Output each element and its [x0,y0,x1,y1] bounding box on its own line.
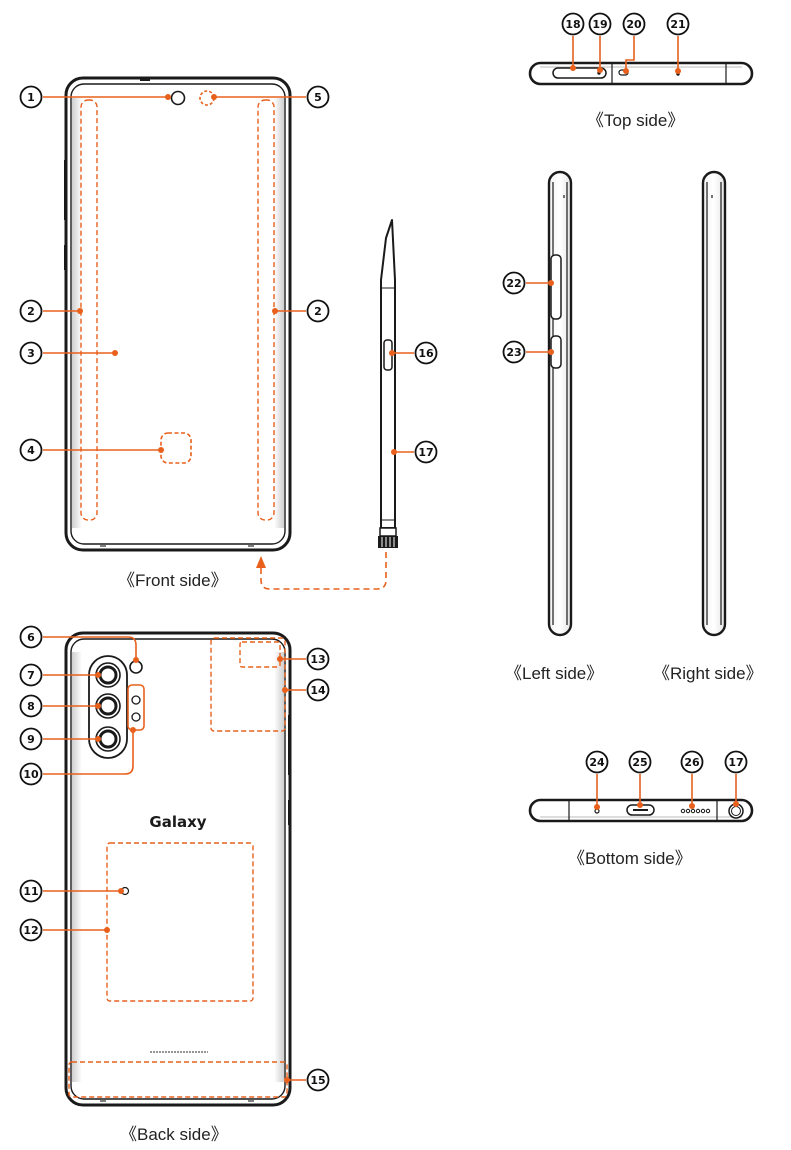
volume-key [550,254,562,320]
rear-camera-2 [95,693,121,719]
callout-15: 15 [306,1068,330,1092]
callout-2-left-label: 2 [27,305,35,318]
callout-9-label: 9 [27,733,35,746]
callout-21: 21 [666,12,690,36]
callout-17-bottom: 17 [724,750,748,774]
callout-10: 10 [19,762,43,786]
callout-5-label: 5 [314,91,322,104]
callout-15-label: 15 [310,1074,325,1087]
callout-9: 9 [19,727,43,751]
callout-22-label: 22 [506,277,521,290]
callout-12: 12 [19,918,43,942]
callout-24: 24 [585,750,609,774]
caption-bottom-side: 《Bottom side》 [568,849,692,868]
callout-16-label: 16 [418,347,434,360]
callout-4: 4 [19,438,43,462]
caption-back-side: 《Back side》 [120,1125,228,1144]
callout-19-label: 19 [592,18,607,31]
callout-3: 3 [19,341,43,365]
callout-20: 20 [622,12,646,36]
rear-camera-3 [95,726,121,752]
leader-dots [77,65,739,1083]
callout-16: 16 [414,341,438,365]
callout-7-label: 7 [27,669,35,682]
antenna-area-top-right-inner [239,641,281,668]
callout-3-label: 3 [27,347,35,360]
callout-13-label: 13 [310,653,325,666]
callout-4-label: 4 [27,444,35,457]
callout-8-label: 8 [27,700,35,713]
callout-2-right-label: 2 [314,305,322,318]
callout-17-pen-label: 17 [418,446,433,459]
bottom-side-view [528,798,754,823]
callout-26-label: 26 [684,756,700,769]
caption-right-side: 《Right side》 [653,664,763,683]
callout-14-label: 14 [310,684,326,697]
s-pen-insert-arrow [260,552,387,590]
callout-26: 26 [680,750,704,774]
callout-14: 14 [306,678,330,702]
callout-11: 11 [19,879,43,903]
front-camera [170,90,186,106]
callouts: 1 5 2 2 3 4 16 17 6 7 8 9 10 11 12 13 14… [19,12,748,1092]
galaxy-logo: Galaxy [149,813,206,831]
leader-lines [43,36,737,1081]
callout-22: 22 [502,271,526,295]
callout-23: 23 [502,340,526,364]
wireless-charging-area [106,842,254,1002]
callout-10-label: 10 [23,768,39,781]
callout-8: 8 [19,694,43,718]
antenna-area-bottom [68,1061,288,1098]
callout-20-label: 20 [626,18,642,31]
antenna-area-left [80,99,98,521]
callout-24-label: 24 [589,756,605,769]
callout-18-label: 18 [565,18,580,31]
callout-6-label: 6 [27,631,35,644]
callout-25: 25 [628,750,652,774]
callout-13: 13 [306,647,330,671]
s-pen [378,219,398,548]
callout-11-label: 11 [23,885,38,898]
callout-12-label: 12 [23,924,38,937]
callout-17-bottom-label: 17 [728,756,743,769]
fingerprint-sensor-area [160,432,192,464]
callout-23-label: 23 [506,346,521,359]
back-view: Galaxy [64,631,292,1107]
callout-21-label: 21 [670,18,685,31]
caption-top-side: 《Top side》 [587,111,685,130]
left-side-view [547,170,573,637]
callout-1: 1 [19,85,43,109]
callout-18: 18 [561,12,585,36]
callout-25-label: 25 [632,756,647,769]
callout-1-label: 1 [27,91,35,104]
antenna-area-top-right [210,637,286,732]
caption-left-side: 《Left side》 [505,664,604,683]
sim-tray [552,67,607,79]
callout-2-left: 2 [19,299,43,323]
front-view [64,76,292,552]
top-side-view [528,61,754,86]
callout-7: 7 [19,663,43,687]
speaker-grille [680,808,711,814]
callout-5: 5 [306,85,330,109]
callout-19: 19 [588,12,612,36]
right-side-view [701,170,727,637]
callout-17-pen: 17 [414,440,438,464]
antenna-area-right [257,99,275,521]
caption-front-side: 《Front side》 [118,571,228,590]
callout-6: 6 [19,625,43,649]
callout-2-right: 2 [306,299,330,323]
